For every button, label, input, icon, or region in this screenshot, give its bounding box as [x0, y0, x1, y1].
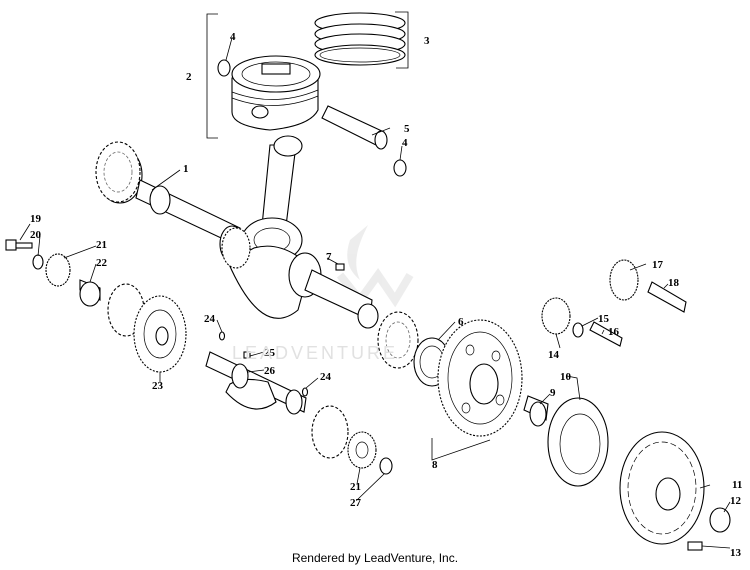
connecting-rod	[241, 135, 303, 263]
bearing-balance	[311, 405, 349, 459]
callout-21-upper: 21	[96, 239, 107, 251]
pin-24-lower	[301, 387, 309, 397]
callout-18: 18	[668, 277, 680, 289]
starter-gear-8	[437, 319, 523, 437]
bracket-2	[206, 13, 218, 139]
circlip-27	[379, 457, 393, 475]
leader-lines	[19, 37, 731, 549]
gear-21-lower	[347, 431, 377, 469]
callout-24-upper: 24	[204, 313, 216, 325]
callout-10: 10	[560, 371, 572, 383]
callout-15: 15	[598, 313, 610, 325]
callout-8: 8	[432, 459, 438, 471]
gear-21-upper	[45, 253, 71, 287]
shaft-18	[647, 281, 687, 313]
piston-ring-set	[314, 12, 406, 66]
footer-credit: Rendered by LeadVenture, Inc.	[291, 551, 459, 565]
callout-4-upper: 4	[230, 31, 236, 43]
washer-20	[32, 254, 44, 270]
callout-9: 9	[550, 387, 556, 399]
callout-labels: 1 2 3 4 4 5 6 7 8 9 10 11 12 13 14 15 16…	[30, 31, 742, 559]
nut-12	[709, 507, 731, 533]
bearing-right	[377, 311, 419, 369]
bracket-3	[395, 11, 409, 69]
callout-20: 20	[30, 229, 42, 241]
balance-shaft	[205, 351, 307, 415]
bolt-19	[5, 239, 33, 251]
bushing-22	[79, 279, 101, 307]
callout-5: 5	[404, 123, 410, 135]
circlip-lower	[393, 159, 407, 177]
circlip-upper	[217, 59, 231, 77]
bearing-left	[95, 141, 141, 203]
gear-23	[133, 295, 187, 373]
callout-12: 12	[730, 495, 742, 507]
piston-pin	[321, 105, 388, 150]
callout-3: 3	[424, 35, 430, 47]
callout-17: 17	[652, 259, 664, 271]
one-way-clutch-10	[547, 397, 609, 487]
callout-2: 2	[186, 71, 192, 83]
callout-26: 26	[264, 365, 276, 377]
washer-15	[572, 322, 584, 338]
callout-19: 19	[30, 213, 42, 225]
bolt-13	[687, 541, 703, 551]
callout-27: 27	[350, 497, 362, 509]
callout-6: 6	[458, 316, 464, 328]
callout-24-lower: 24	[320, 371, 332, 383]
callout-16: 16	[608, 326, 620, 338]
idler-gear-14	[541, 297, 571, 335]
key-25	[243, 351, 251, 359]
needle-bearing-9	[523, 395, 549, 427]
callout-4-lower: 4	[402, 137, 408, 149]
callout-11: 11	[732, 479, 742, 491]
callout-21-lower: 21	[350, 481, 361, 493]
shaft-16	[589, 321, 623, 347]
key-7	[335, 263, 345, 271]
callout-22: 22	[96, 257, 108, 269]
callout-1: 1	[183, 163, 189, 175]
callout-14: 14	[548, 349, 560, 361]
crank-gear	[221, 227, 251, 269]
flywheel-11	[619, 431, 705, 545]
piston	[231, 55, 321, 131]
pin-24-upper	[218, 331, 226, 341]
callout-7: 7	[326, 251, 332, 263]
watermark-text: LEADVENTURE	[232, 343, 399, 363]
callout-13: 13	[730, 547, 742, 559]
callout-25: 25	[264, 347, 276, 359]
idler-gear-17	[609, 259, 639, 301]
callout-23: 23	[152, 380, 164, 392]
